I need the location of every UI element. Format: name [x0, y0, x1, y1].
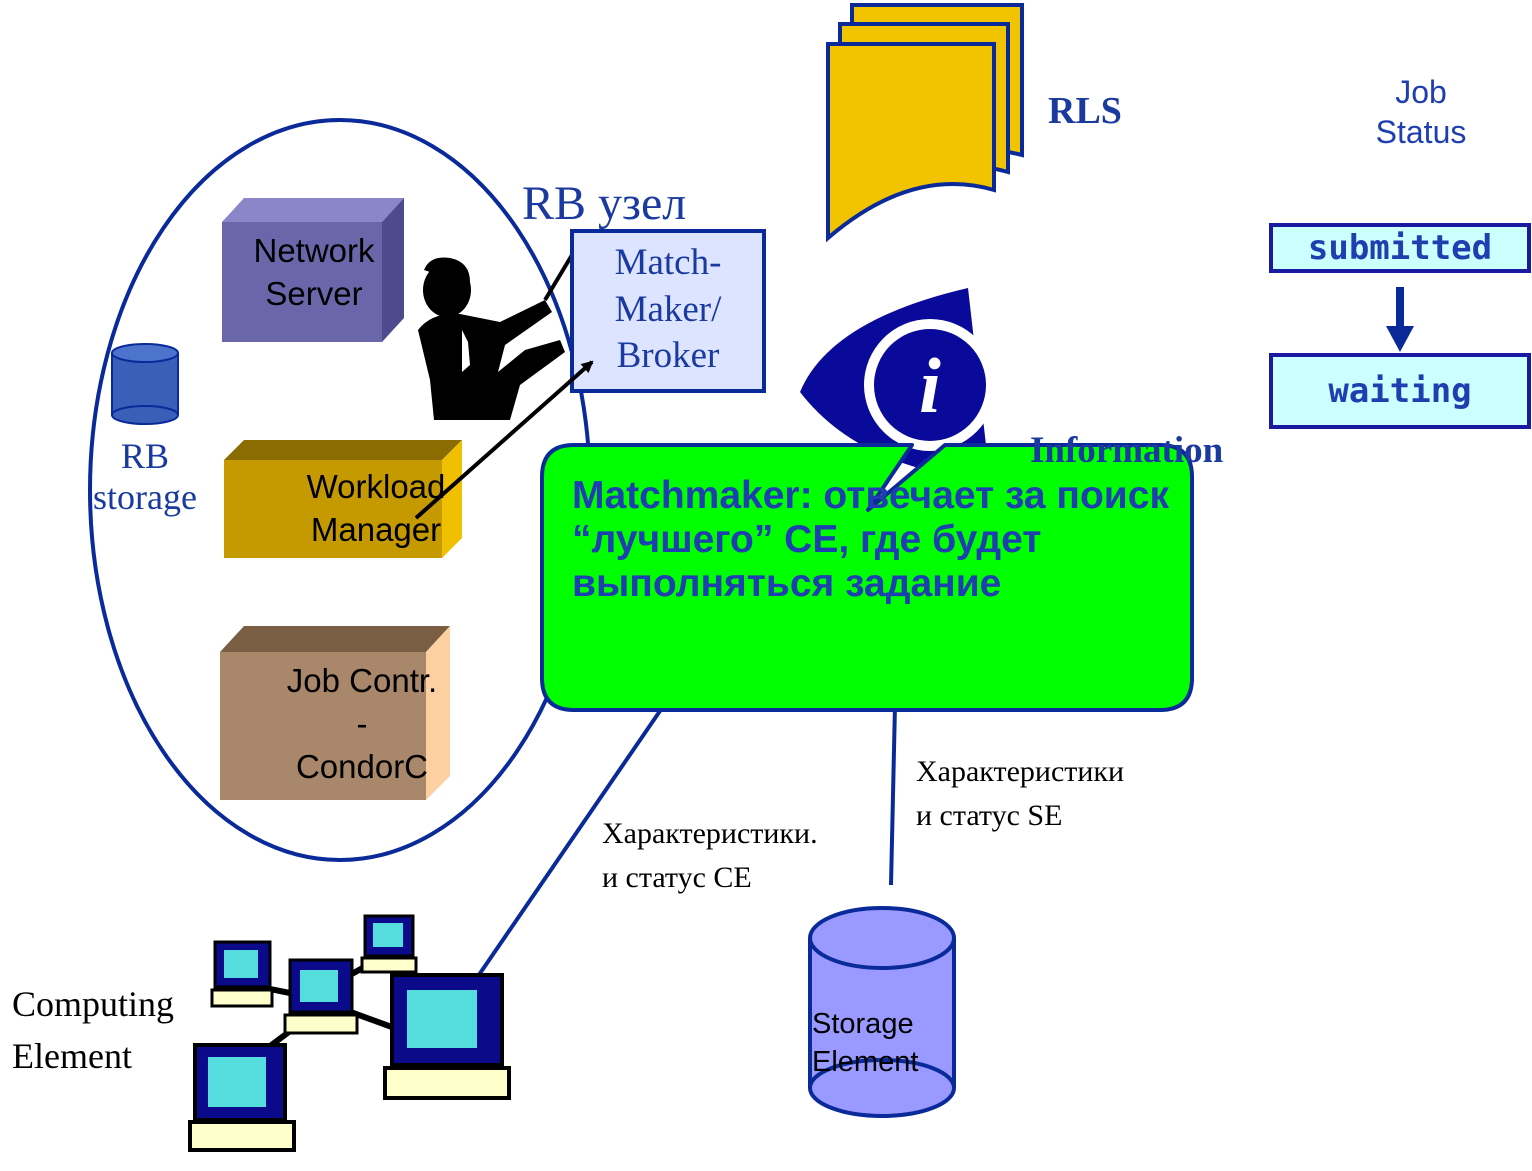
storage-element-label-line2: Element: [812, 1045, 919, 1078]
job-controller-label: Job Contr. - CondorC: [262, 660, 462, 789]
status-submitted: submitted: [1269, 223, 1531, 273]
workload-manager-label-line1: Workload: [306, 468, 446, 505]
network-server-label-line2: Server: [265, 274, 363, 312]
information-label: Information: [1030, 430, 1224, 471]
callout-bubble: [540, 443, 1194, 712]
status-waiting: waiting: [1269, 353, 1531, 429]
job-controller-label-line3: CondorC: [295, 747, 429, 785]
status-transition-arrow: [1386, 287, 1414, 352]
storage-element-label: Storage Element: [812, 1006, 918, 1081]
network-server-label: Network Server: [222, 230, 406, 316]
se-link-label-line2: и статус SE: [916, 798, 1063, 832]
job-controller-label-line2: -: [356, 704, 368, 742]
job-status-title: Job Status: [1346, 72, 1496, 152]
job-status-title-line1: Job: [1395, 74, 1447, 110]
svg-text:i: i: [919, 342, 941, 429]
callout-text: Matchmaker: отвечает за поиск “лучшего” …: [572, 474, 1169, 606]
ce-link-label-line2: и статус CE: [602, 860, 752, 894]
rls-documents-icon: [826, 3, 1024, 243]
se-link-line: [889, 704, 897, 886]
rls-label: RLS: [1048, 90, 1122, 132]
computing-element-label: Computing Element: [12, 978, 174, 1082]
ce-link-label: Характеристики. и статус CE: [602, 812, 818, 899]
workload-manager-label: Workload Manager: [284, 466, 468, 552]
computing-element-cluster-icon: [188, 914, 511, 1152]
job-controller-label-line1: Job Contr.: [286, 662, 438, 699]
rb-storage-label-line1: RB: [120, 436, 170, 476]
storage-element-cylinder-icon: [808, 906, 956, 1118]
workload-manager-box: [224, 440, 462, 558]
network-server-label-line1: Network: [253, 232, 375, 269]
matchmaker-label-line3: Broker: [616, 335, 720, 377]
rb-storage-label: RB storage: [80, 436, 210, 519]
storage-element-label-line1: Storage: [812, 1008, 914, 1040]
se-link-label: Характеристики и статус SE: [916, 750, 1124, 837]
ce-link-line: [470, 706, 664, 987]
computing-element-label-line2: Element: [12, 1036, 132, 1077]
ce-link-label-line1: Характеристики.: [602, 817, 818, 850]
rb-node-title: RB узел: [522, 177, 687, 230]
presenter-silhouette-icon: [418, 253, 574, 420]
job-controller-box: [220, 626, 450, 800]
job-status-title-line2: Status: [1375, 114, 1467, 150]
matchmaker-box: [570, 229, 766, 393]
matchmaker-label-line2: Maker/: [614, 288, 722, 330]
matchmaker-box-label: Match- Maker/ Broker: [572, 240, 764, 380]
rb-storage-label-line2: storage: [93, 477, 197, 518]
workload-to-matchmaker-arrow: [414, 360, 594, 520]
rb-storage-cylinder-icon: [111, 343, 179, 425]
information-eye-icon: i: [800, 288, 996, 480]
network-server-box: [222, 198, 404, 342]
workload-manager-label-line2: Manager: [310, 510, 442, 548]
matchmaker-label-line1: Match-: [614, 242, 722, 283]
computing-element-label-line1: Computing: [12, 984, 175, 1024]
se-link-label-line1: Характеристики: [916, 755, 1125, 788]
